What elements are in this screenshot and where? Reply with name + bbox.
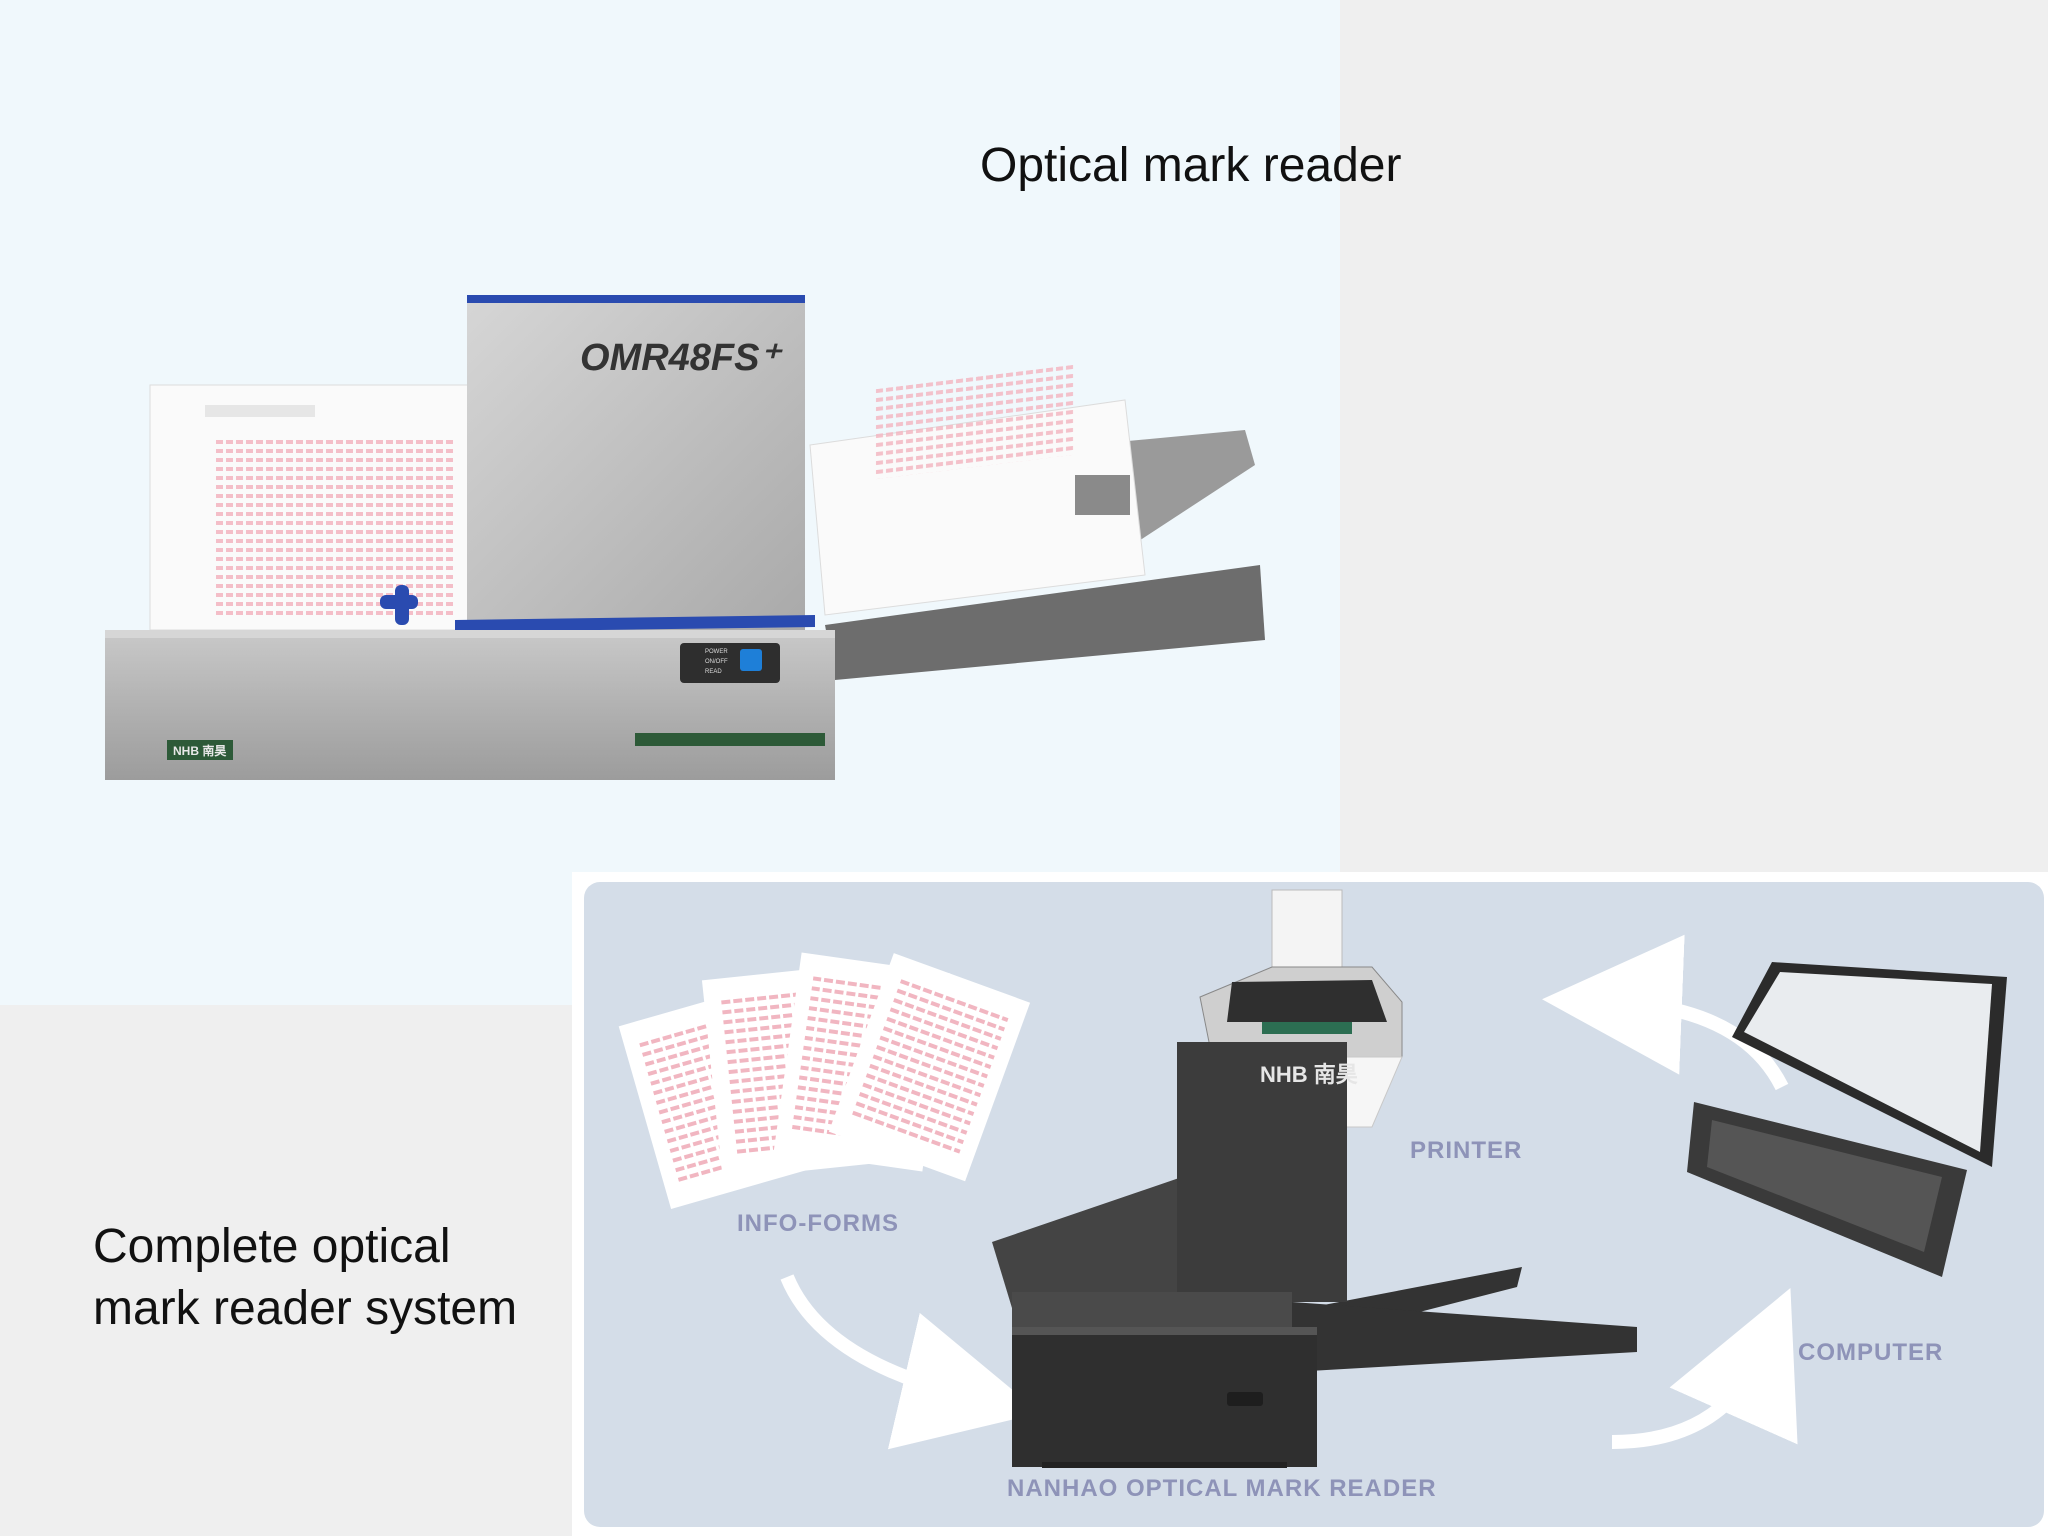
label-computer: COMPUTER	[1798, 1339, 1944, 1366]
control-panel: POWER ON/OFF READ	[680, 643, 780, 683]
reader-cover	[455, 295, 815, 632]
left-answer-sheet	[149, 384, 481, 631]
arrow-forms-to-reader	[780, 1274, 1041, 1450]
brand-badge	[167, 740, 233, 760]
arrow-reader-to-computer	[1611, 1288, 1798, 1449]
label-info-forms: INFO-FORMS	[737, 1210, 899, 1237]
reader-illustration	[992, 1042, 1637, 1468]
panel-line-1: POWER	[705, 649, 728, 655]
panel-line-2: ON/OFF	[705, 659, 728, 665]
power-button	[740, 649, 762, 671]
label-reader: NANHAO OPTICAL MARK READER	[1007, 1475, 1437, 1502]
output-tray	[825, 565, 1265, 680]
omr-device-photo: OMR48FS⁺ POWER ON/OFF READ NHB 南昊	[105, 295, 1265, 780]
brand-badge-text: NHB 南昊	[173, 743, 226, 758]
info-forms-illustration	[618, 952, 1031, 1209]
caption-complete-system: Complete optical mark reader system	[93, 1220, 518, 1335]
reader-badge: NHB 南昊	[1260, 1062, 1358, 1087]
system-diagram: NHB 南昊 INFO-FORMS PRINTER COMPUTER NANHA…	[572, 872, 2048, 1536]
computer-illustration	[1687, 962, 2007, 1277]
info-strip	[635, 733, 825, 746]
panel-line-3: READ	[705, 669, 722, 675]
model-label: OMR48FS⁺	[580, 337, 783, 379]
label-printer: PRINTER	[1410, 1137, 1523, 1164]
arrow-computer-to-printer	[1542, 934, 1789, 1091]
caption-optical-mark-reader: Optical mark reader	[980, 139, 1402, 192]
right-answer-sheet	[809, 364, 1146, 616]
